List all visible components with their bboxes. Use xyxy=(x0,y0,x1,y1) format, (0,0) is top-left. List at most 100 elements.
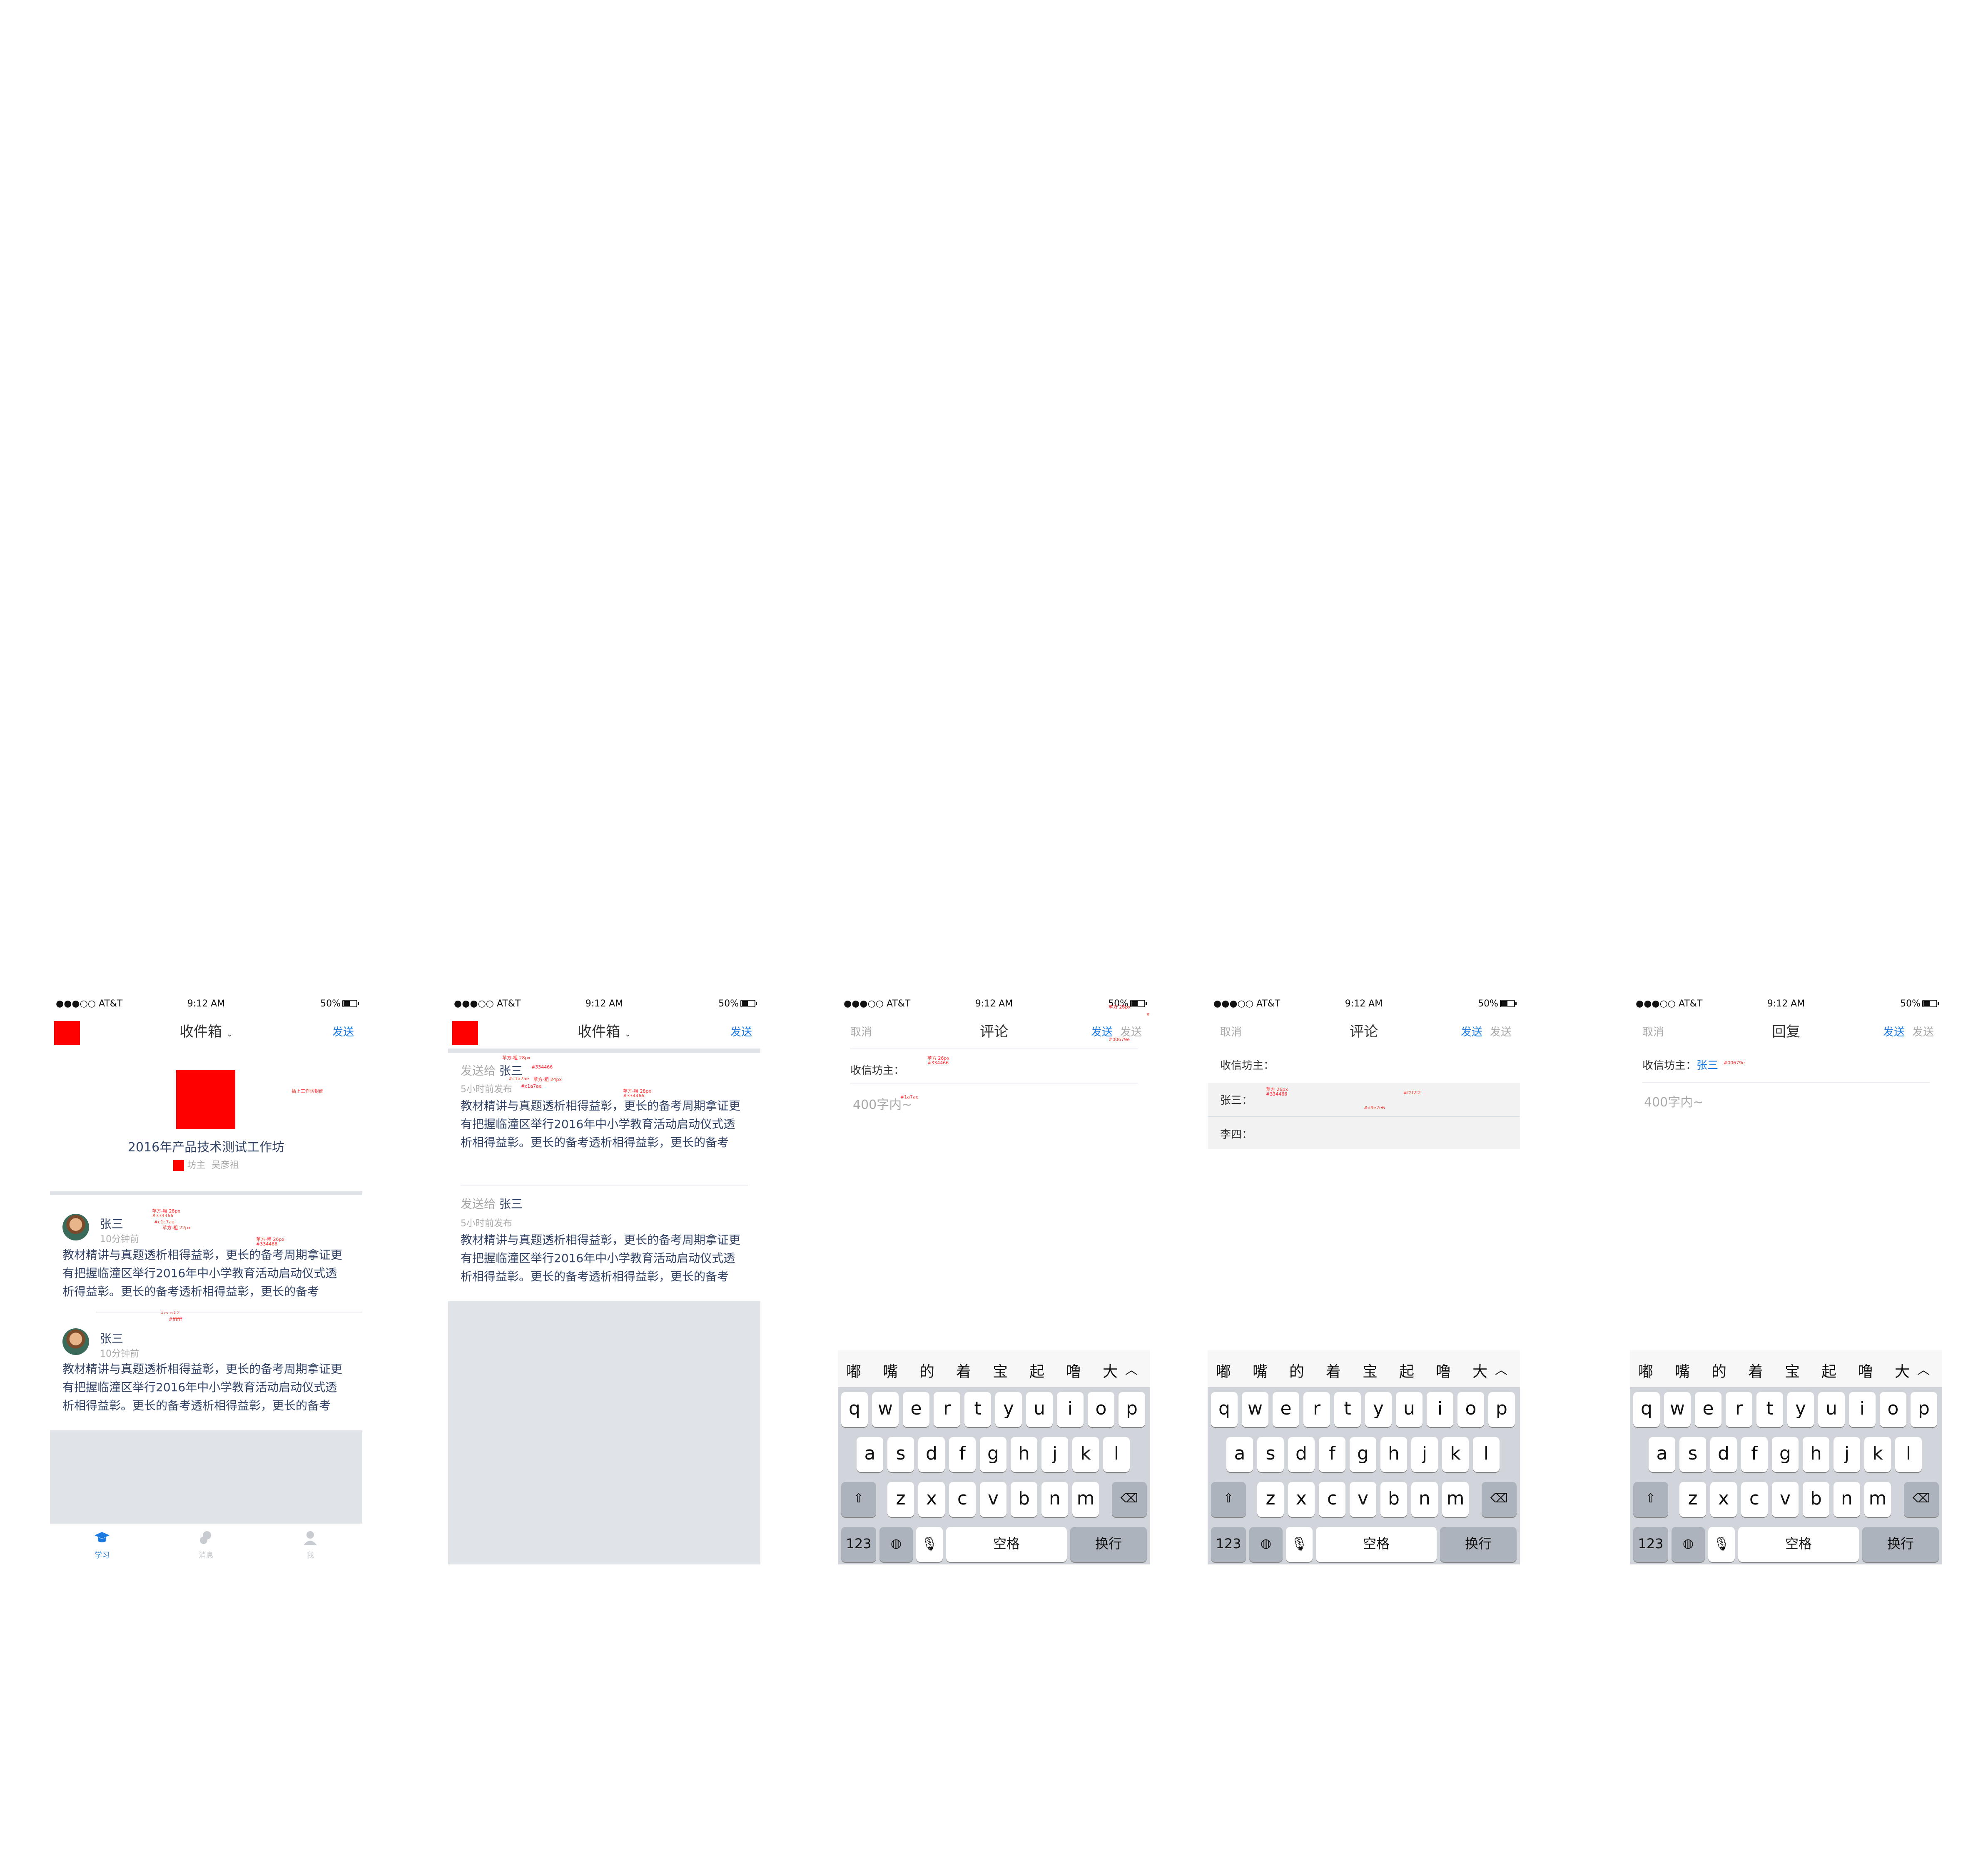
key-s[interactable]: s xyxy=(1257,1437,1284,1472)
key-v[interactable]: v xyxy=(980,1482,1006,1517)
key-s[interactable]: s xyxy=(1679,1437,1706,1472)
key-h[interactable]: h xyxy=(1803,1437,1829,1472)
key-g[interactable]: g xyxy=(1772,1437,1799,1472)
key-x[interactable]: x xyxy=(1288,1482,1315,1517)
key-i[interactable]: i xyxy=(1427,1392,1453,1427)
numbers-key[interactable]: 123 xyxy=(841,1527,876,1562)
candidate-word[interactable]: 嘴 xyxy=(1253,1363,1268,1380)
key-w[interactable]: w xyxy=(1664,1392,1691,1427)
key-t[interactable]: t xyxy=(1756,1392,1783,1427)
key-a[interactable]: a xyxy=(1649,1437,1675,1472)
return-key[interactable]: 换行 xyxy=(1440,1527,1517,1562)
cancel-button[interactable]: 取消 xyxy=(850,1026,872,1039)
candidate-word[interactable]: 噜 xyxy=(1436,1363,1451,1380)
nav-title[interactable]: 收件箱 ⌄ xyxy=(179,1024,233,1040)
candidate-word[interactable]: 着 xyxy=(956,1363,972,1380)
tab-messages[interactable]: 消息 xyxy=(154,1524,258,1564)
chevron-up-icon[interactable]: ︿ xyxy=(1917,1363,1930,1377)
key-d[interactable]: d xyxy=(918,1437,945,1472)
key-d[interactable]: d xyxy=(1288,1437,1315,1472)
key-l[interactable]: l xyxy=(1895,1437,1922,1472)
avatar-placeholder[interactable] xyxy=(54,1021,80,1045)
candidate-word[interactable]: 的 xyxy=(919,1363,935,1380)
key-f[interactable]: f xyxy=(1741,1437,1768,1472)
candidate-word[interactable]: 嘟 xyxy=(1216,1363,1231,1380)
key-t[interactable]: t xyxy=(964,1392,991,1427)
cancel-button[interactable]: 取消 xyxy=(1220,1026,1242,1039)
key-j[interactable]: j xyxy=(1411,1437,1438,1472)
key-e[interactable]: e xyxy=(1273,1392,1299,1427)
key-u[interactable]: u xyxy=(1396,1392,1422,1427)
key-o[interactable]: o xyxy=(1457,1392,1484,1427)
candidate-word[interactable]: 起 xyxy=(1821,1363,1837,1380)
key-o[interactable]: o xyxy=(1088,1392,1114,1427)
key-l[interactable]: l xyxy=(1103,1437,1130,1472)
key-k[interactable]: k xyxy=(1442,1437,1469,1472)
key-z[interactable]: z xyxy=(887,1482,914,1517)
key-q[interactable]: q xyxy=(1211,1392,1238,1427)
tab-me[interactable]: 我 xyxy=(258,1524,362,1564)
key-z[interactable]: z xyxy=(1257,1482,1284,1517)
key-x[interactable]: x xyxy=(1710,1482,1737,1517)
key-s[interactable]: s xyxy=(887,1437,914,1472)
key-n[interactable]: n xyxy=(1411,1482,1438,1517)
key-p[interactable]: p xyxy=(1119,1392,1145,1427)
candidate-word[interactable]: 宝 xyxy=(1363,1363,1378,1380)
key-z[interactable]: z xyxy=(1679,1482,1706,1517)
candidate-word[interactable]: 宝 xyxy=(993,1363,1008,1380)
shift-key[interactable]: ⇧ xyxy=(1211,1482,1246,1517)
send-button[interactable]: 发送 xyxy=(332,1026,354,1039)
candidate-word[interactable]: 嘟 xyxy=(1638,1363,1654,1380)
key-c[interactable]: c xyxy=(949,1482,976,1517)
send-button[interactable]: 发送 xyxy=(730,1026,752,1039)
key-j[interactable]: j xyxy=(1041,1437,1068,1472)
space-key[interactable]: 空格 xyxy=(1738,1527,1859,1562)
key-g[interactable]: g xyxy=(1350,1437,1376,1472)
cancel-button[interactable]: 取消 xyxy=(1642,1026,1664,1039)
key-n[interactable]: n xyxy=(1834,1482,1860,1517)
candidate-word[interactable]: 嘴 xyxy=(1675,1363,1690,1380)
key-m[interactable]: m xyxy=(1864,1482,1891,1517)
nav-title[interactable]: 收件箱 ⌄ xyxy=(578,1024,631,1040)
key-y[interactable]: y xyxy=(1365,1392,1392,1427)
shift-key[interactable]: ⇧ xyxy=(1633,1482,1668,1517)
message-body[interactable]: 教材精讲与真题透析相得益彰，更长的备考周期拿证更有把握临潼区举行2016年中小学… xyxy=(461,1099,741,1149)
key-w[interactable]: w xyxy=(872,1392,899,1427)
candidate-word[interactable]: 起 xyxy=(1029,1363,1045,1380)
key-i[interactable]: i xyxy=(1057,1392,1084,1427)
key-c[interactable]: c xyxy=(1319,1482,1345,1517)
send-button[interactable]: 发送 xyxy=(1460,1026,1482,1039)
message-body[interactable]: 教材精讲与真题透析相得益彰，更长的备考周期拿证更有把握临潼区举行2016年中小学… xyxy=(62,1362,343,1412)
key-y[interactable]: y xyxy=(1787,1392,1814,1427)
key-e[interactable]: e xyxy=(1695,1392,1721,1427)
numbers-key[interactable]: 123 xyxy=(1633,1527,1668,1562)
candidate-word[interactable]: 的 xyxy=(1711,1363,1727,1380)
key-h[interactable]: h xyxy=(1380,1437,1407,1472)
key-f[interactable]: f xyxy=(1319,1437,1345,1472)
reply-textarea[interactable]: 400字内~ xyxy=(1644,1095,1704,1110)
candidate-word[interactable]: 噜 xyxy=(1858,1363,1873,1380)
numbers-key[interactable]: 123 xyxy=(1211,1527,1246,1562)
return-key[interactable]: 换行 xyxy=(1862,1527,1939,1562)
key-b[interactable]: b xyxy=(1380,1482,1407,1517)
candidate-word[interactable]: 起 xyxy=(1399,1363,1415,1380)
backspace-key[interactable]: ⌫ xyxy=(1904,1482,1939,1517)
key-t[interactable]: t xyxy=(1334,1392,1361,1427)
candidate-word[interactable]: 着 xyxy=(1326,1363,1341,1380)
key-a[interactable]: a xyxy=(1226,1437,1253,1472)
chevron-up-icon[interactable]: ︿ xyxy=(1495,1363,1507,1377)
shift-key[interactable]: ⇧ xyxy=(841,1482,876,1517)
recipient-item[interactable]: 李四： xyxy=(1220,1128,1253,1141)
globe-icon[interactable]: ◍ xyxy=(879,1527,913,1562)
key-b[interactable]: b xyxy=(1803,1482,1829,1517)
key-y[interactable]: y xyxy=(995,1392,1022,1427)
key-v[interactable]: v xyxy=(1350,1482,1376,1517)
backspace-key[interactable]: ⌫ xyxy=(1482,1482,1517,1517)
candidate-word[interactable]: 噜 xyxy=(1066,1363,1081,1380)
key-n[interactable]: n xyxy=(1041,1482,1068,1517)
chevron-up-icon[interactable]: ︿ xyxy=(1125,1363,1138,1377)
key-f[interactable]: f xyxy=(949,1437,976,1472)
avatar[interactable] xyxy=(62,1214,89,1240)
candidate-word[interactable]: 嘴 xyxy=(883,1363,898,1380)
candidate-word[interactable]: 大 xyxy=(1472,1363,1488,1380)
